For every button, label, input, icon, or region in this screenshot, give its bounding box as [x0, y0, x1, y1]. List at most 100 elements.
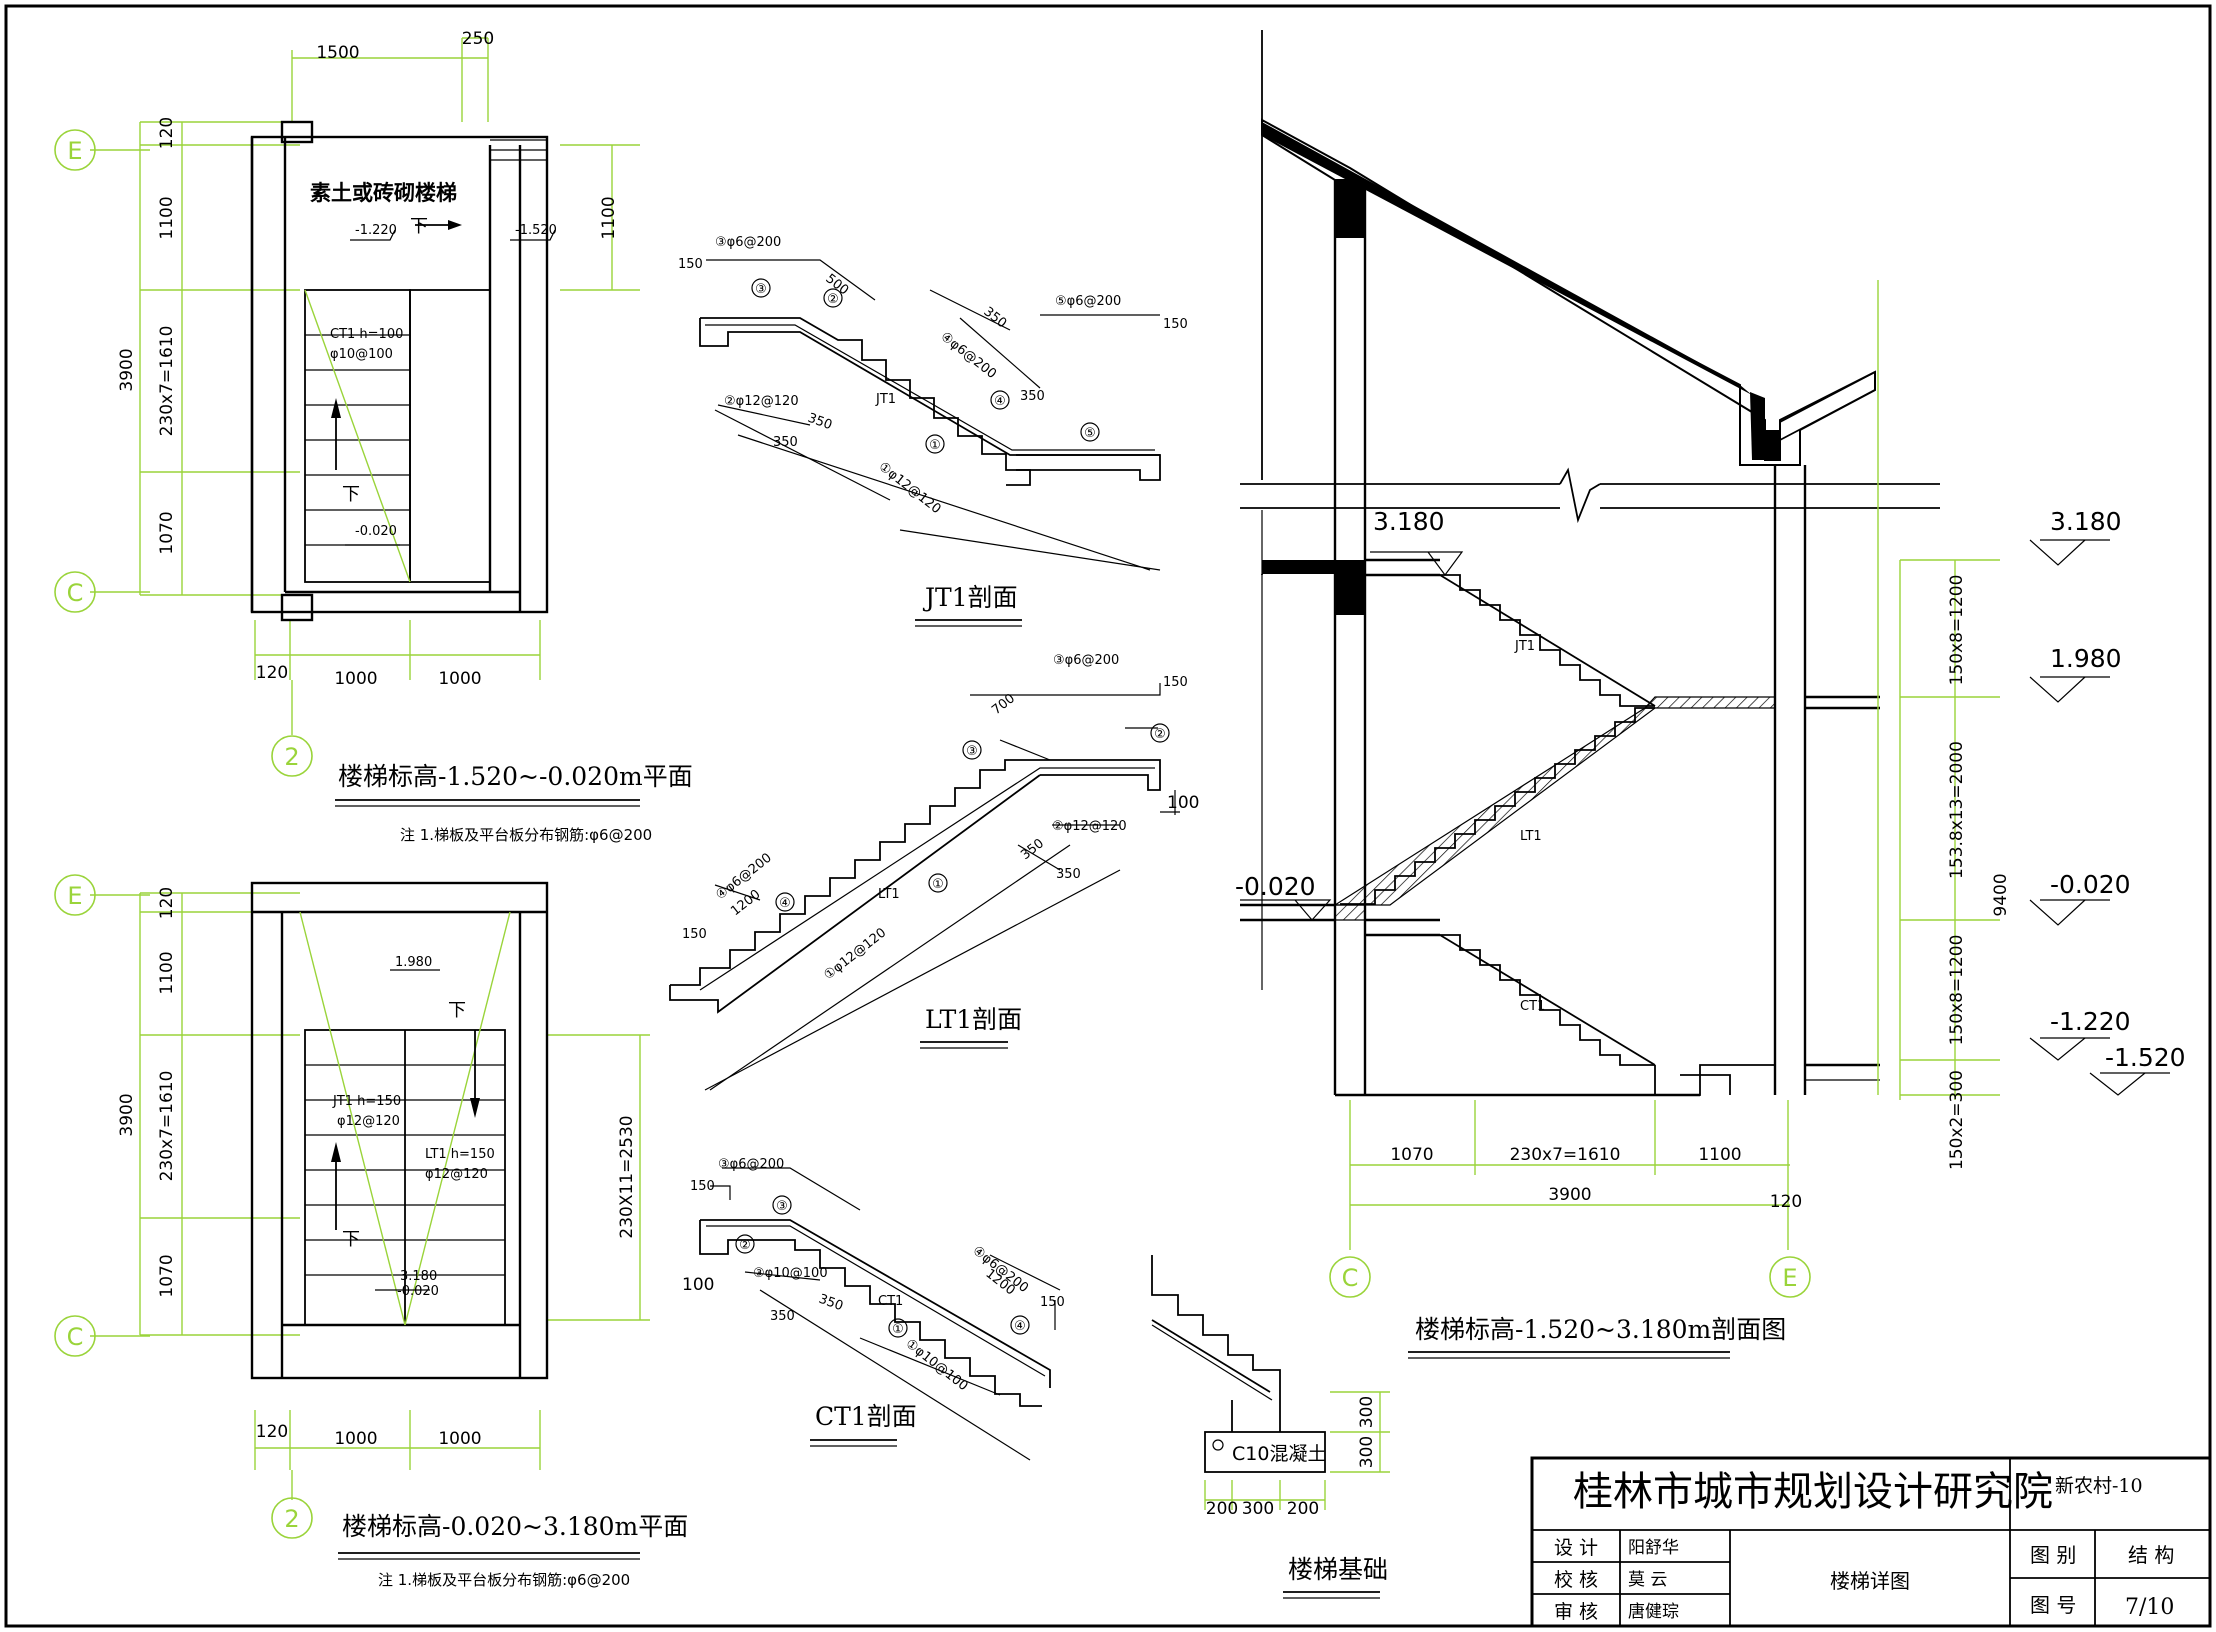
- drawing-name: 楼梯详图: [1830, 1569, 1910, 1593]
- lt1-rebar-2: ②φ12@120: [1052, 819, 1127, 834]
- jt1-flight-label: JT1: [875, 392, 896, 407]
- sec-elev-left-3180: 3.180: [1373, 507, 1445, 536]
- type-label: 图 别: [2030, 1543, 2076, 1567]
- sec-flight-jt1: JT1: [1514, 639, 1535, 654]
- p2-down-2: 下: [342, 1229, 360, 1250]
- dim-flight-left: 230x7=1610: [157, 326, 177, 437]
- ct1-flight-label: CT1: [878, 1294, 903, 1309]
- axis-e-label: E: [67, 137, 82, 165]
- stair-foundation: C10混凝土 300 300 200 300 200 楼梯基础: [1151, 1255, 1390, 1599]
- jt1-mark-3: ③: [755, 282, 767, 297]
- fdn-dim-300a: 300: [1357, 1396, 1377, 1428]
- p2-dim-overall: 3900: [117, 1093, 137, 1136]
- sec-vdim-3: 150x8=1200: [1947, 935, 1967, 1046]
- lt1-section: ③ ④ ① ③φ6@200 700 150 ② 100 ②φ12@120 350…: [669, 653, 1199, 1091]
- ct1-mark-3: ③: [776, 1199, 788, 1214]
- foundation-title: 楼梯基础: [1288, 1555, 1388, 1584]
- fdn-dim-200b: 200: [1287, 1499, 1319, 1519]
- lt1-dim-150: 150: [1163, 675, 1188, 690]
- dim-1500: 1500: [316, 43, 359, 63]
- jt1-section: ③ ② ④ ① ⑤ ③φ6@200 ⑤φ6@200 ④φ6@200 ②φ12@1…: [678, 235, 1188, 627]
- project-name: 新农村-10: [2055, 1475, 2143, 1497]
- jt1-mark-2: ②: [827, 292, 839, 307]
- ct1-dim-100: 100: [682, 1275, 714, 1295]
- jt1-title: JT1剖面: [922, 583, 1018, 612]
- dim-120-left: 120: [157, 117, 177, 149]
- ct1-dim-150: 150: [690, 1179, 715, 1194]
- sec-vdim-2: 153.8x13=2000: [1947, 741, 1967, 879]
- lt1-rebar: φ12@120: [425, 1167, 488, 1182]
- jt1-mark-5: ⑤: [1084, 426, 1096, 441]
- sec-elev-right-1520: -1.520: [2105, 1043, 2186, 1072]
- sec-hdim-overall: 3900: [1548, 1185, 1591, 1205]
- jt1-rebar-3: ③φ6@200: [715, 235, 781, 250]
- lt1-flight-label: LT1: [878, 887, 900, 902]
- ct1-rebar-3: ③φ6@200: [718, 1157, 784, 1172]
- plan-1: E C 2 1500 250 120 11: [54, 29, 693, 844]
- jt1-rebar-5: ⑤φ6@200: [1055, 294, 1121, 309]
- p2-dim-1000b: 1000: [438, 1429, 481, 1449]
- name-review: 唐健琮: [1628, 1601, 1679, 1622]
- sec-hdim-flight: 230x7=1610: [1510, 1145, 1621, 1165]
- type-value: 结 构: [2128, 1543, 2174, 1567]
- jt1-dim-350c: 350: [806, 411, 834, 434]
- elev-minus0020: -0.020: [355, 524, 397, 539]
- dim-1100-left: 1100: [157, 196, 177, 239]
- number-value: 7/10: [2125, 1595, 2174, 1620]
- sec-elev-left-0020: -0.020: [1235, 872, 1316, 901]
- jt1-dim-150: 150: [678, 257, 703, 272]
- ct1-dim-350a: 350: [817, 1292, 845, 1315]
- sec-axis-c: C: [1342, 1264, 1359, 1292]
- jt1-rebar-4: ④φ6@200: [938, 329, 1000, 382]
- p2-elev-0020: -0.020: [397, 1284, 439, 1299]
- ct1-mark-4: ④: [1014, 1319, 1026, 1334]
- dim-1000-b: 1000: [438, 669, 481, 689]
- ct1-dim-150b: 150: [1040, 1295, 1065, 1310]
- ct1-dim-350b: 350: [770, 1309, 795, 1324]
- sec-elev-right-0020: -0.020: [2050, 870, 2131, 899]
- p2-dim-120: 120: [157, 887, 177, 919]
- sec-elev-right-1980: 1.980: [2050, 644, 2122, 673]
- jt1-dim-150b: 150: [1163, 317, 1188, 332]
- p2-elev-3180: 3.180: [400, 1269, 437, 1284]
- fdn-dim-300b: 300: [1357, 1436, 1377, 1468]
- plan-2: E C 2 120 1100 230x7=1610 1070 3900 230X…: [54, 874, 688, 1589]
- fdn-dim-200a: 200: [1206, 1499, 1238, 1519]
- p2-dim-120b: 120: [256, 1422, 288, 1442]
- sec-axis-e: E: [1782, 1264, 1797, 1292]
- axis-2-label: 2: [284, 743, 299, 771]
- p2-dim-1070: 1070: [157, 1254, 177, 1297]
- plan1-note: 注 1.梯板及平台板分布钢筋:φ6@200: [400, 826, 652, 844]
- jt1-rebar-1: ①φ12@120: [876, 459, 944, 517]
- dim-1070-left: 1070: [157, 511, 177, 554]
- sec-flight-ct1: CT1: [1520, 999, 1545, 1014]
- sec-hdim-120: 120: [1770, 1192, 1802, 1212]
- plan2-title: 楼梯标高-0.020~3.180m平面: [342, 1512, 688, 1541]
- dim-overall: 3900: [117, 348, 137, 391]
- sheet-border: [4, 4, 2212, 1628]
- jt1-rebar-2: ②φ12@120: [724, 394, 799, 409]
- p2-dim-flight: 230x7=1610: [157, 1071, 177, 1182]
- ct1-label: CT1 h=100: [330, 327, 403, 342]
- institute-name: 桂林市城市规划设计研究院: [1573, 1469, 2053, 1515]
- foundation-concrete: C10混凝土: [1232, 1443, 1326, 1465]
- lt1-mark-2: ②: [1154, 727, 1166, 742]
- lt1-dim-350b: 350: [1056, 867, 1081, 882]
- p2-down-1: 下: [448, 1000, 466, 1021]
- ct1-title: CT1剖面: [815, 1402, 917, 1431]
- sec-elev-right-3180: 3.180: [2050, 507, 2122, 536]
- down-label-1: 下: [410, 216, 428, 237]
- stair-section-view: C E 3.180 -0.020 3.180 1.980 -0.020 -1.2…: [1235, 30, 2186, 1359]
- lt1-mark-3: ③: [966, 744, 978, 759]
- jt1-mark-1: ①: [929, 438, 941, 453]
- jt1-mark-4: ④: [994, 394, 1006, 409]
- jt1-dim-350d: 350: [773, 435, 798, 450]
- role-review: 审 核: [1554, 1601, 1598, 1623]
- sec-vdim-4: 150x2=300: [1947, 1070, 1967, 1170]
- axis-c-label-2: C: [67, 1323, 84, 1351]
- sec-hdim-1100: 1100: [1698, 1145, 1741, 1165]
- lt1-dim-150b: 150: [682, 927, 707, 942]
- lt1-label: LT1 h=150: [425, 1147, 495, 1162]
